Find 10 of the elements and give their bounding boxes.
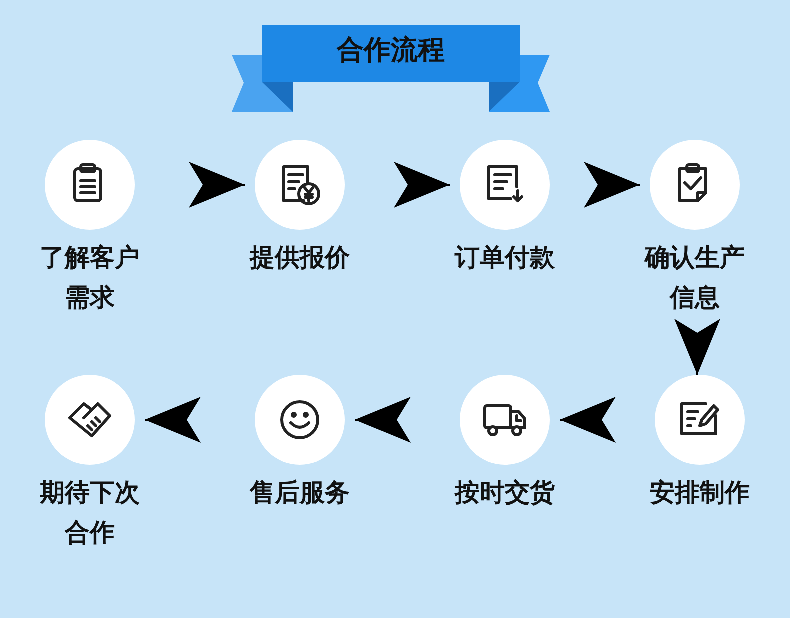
- step-label: 提供报价: [248, 242, 351, 274]
- step-label: 按时交货: [454, 477, 556, 509]
- step-label: 售后服务: [248, 477, 351, 509]
- step-label: 期待下次合作: [39, 477, 141, 549]
- step-label: 订单付款: [454, 242, 556, 274]
- step-label: 确认生产信息: [643, 242, 746, 314]
- step-label: 安排制作: [649, 477, 751, 509]
- step-label: 了解客户需求: [39, 242, 141, 314]
- title: 合作流程: [336, 34, 446, 68]
- arrow: [674, 318, 720, 375]
